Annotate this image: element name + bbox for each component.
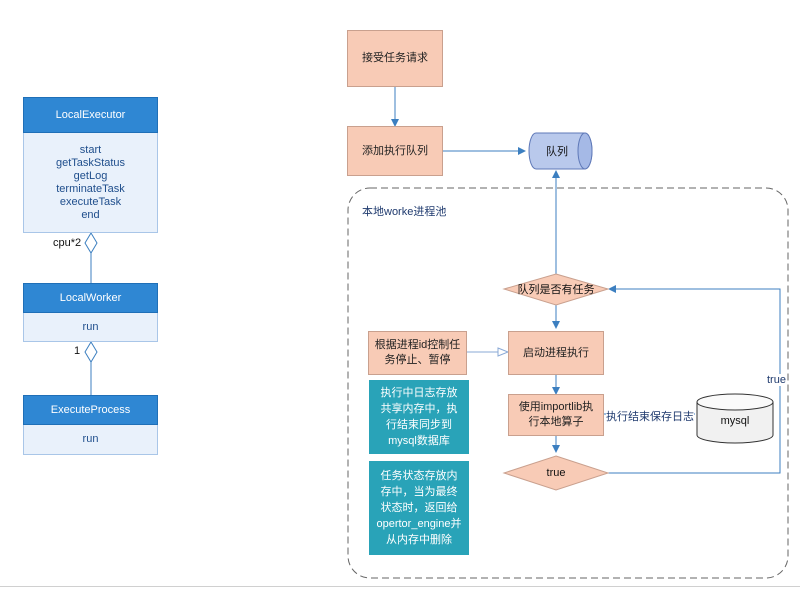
diamond-has-task — [502, 273, 610, 306]
local-executor-title: LocalExecutor — [55, 109, 126, 121]
note-line: 从内存中删除 — [385, 534, 452, 546]
queue-cylinder — [528, 132, 593, 170]
note-line: 共享内存中，执 — [380, 403, 458, 415]
local-worker-header: LocalWorker — [23, 283, 158, 313]
queue-text: 队列 — [546, 146, 568, 158]
process-line: 使用importlib执 — [518, 401, 594, 413]
method: executeTask — [59, 195, 122, 208]
edge-label-true: true — [767, 374, 786, 386]
note-line: 执行中日志存放 — [380, 387, 458, 399]
execute-process-body: run — [23, 425, 158, 455]
multiplicity-one: 1 — [74, 345, 81, 357]
process-control: 根据进程id控制任 务停止、暂停 — [368, 331, 467, 375]
method: end — [81, 208, 100, 221]
process-label: 添加执行队列 — [362, 144, 428, 157]
uml-connector-executor-worker — [84, 232, 98, 283]
note-task-status: 任务状态存放内 存中，当为最终 状态时，返回给 opertor_engine并 … — [369, 461, 469, 555]
process-importlib: 使用importlib执 行本地算子 — [508, 394, 604, 436]
decision-text: true — [546, 467, 566, 479]
queue-label: 队列 — [529, 143, 585, 159]
pool-label: 本地worke进程池 — [362, 206, 447, 218]
uml-connector-worker-process — [84, 341, 98, 395]
process-add-queue: 添加执行队列 — [347, 126, 443, 176]
multiplicity-cpu: cpu*2 — [53, 237, 82, 249]
process-line: 根据进程id控制任 — [374, 339, 461, 351]
local-worker-body: run — [23, 313, 158, 342]
method: terminateTask — [56, 182, 125, 195]
method: run — [82, 320, 99, 333]
note-log-storage: 执行中日志存放 共享内存中，执 行结束同步到 mysql数据库 — [369, 380, 469, 454]
method: run — [82, 433, 99, 445]
diamond-has-task-label: 队列是否有任务 — [504, 281, 608, 297]
note-line: 任务状态存放内 — [380, 470, 458, 482]
worker-pool-boundary — [347, 187, 789, 579]
execute-process-title: ExecuteProcess — [50, 404, 131, 416]
process-label: 启动进程执行 — [523, 346, 589, 359]
local-worker-title: LocalWorker — [59, 292, 122, 304]
process-label: 接受任务请求 — [362, 52, 428, 64]
page-bottom-divider — [0, 586, 800, 587]
method: start — [79, 143, 102, 156]
process-start-exec: 启动进程执行 — [508, 331, 604, 375]
diamond-true-label: true — [504, 465, 608, 481]
note-line: opertor_engine并 — [376, 518, 462, 530]
decision-text: 队列是否有任务 — [517, 284, 595, 296]
arrow-true-loop — [608, 285, 781, 474]
mysql-cylinder — [696, 393, 774, 444]
mysql-text: mysql — [720, 415, 750, 427]
local-executor-header: LocalExecutor — [23, 97, 158, 133]
mysql-label: mysql — [697, 410, 773, 432]
method: getTaskStatus — [55, 156, 126, 169]
process-receive-task: 接受任务请求 — [347, 30, 443, 87]
process-line: 行本地算子 — [528, 416, 584, 428]
method: getLog — [73, 169, 108, 182]
process-line: 务停止、暂停 — [384, 354, 451, 366]
edge-label-save-log: 执行结束保存日志 — [606, 408, 694, 424]
note-line: 状态时，返回给 — [380, 502, 458, 514]
note-line: mysql数据库 — [388, 435, 450, 447]
note-line: 行结束同步到 — [386, 419, 452, 431]
diamond-true — [502, 455, 610, 491]
local-executor-body: start getTaskStatus getLog terminateTask… — [23, 133, 158, 233]
execute-process-header: ExecuteProcess — [23, 395, 158, 425]
note-line: 存中，当为最终 — [380, 486, 458, 498]
